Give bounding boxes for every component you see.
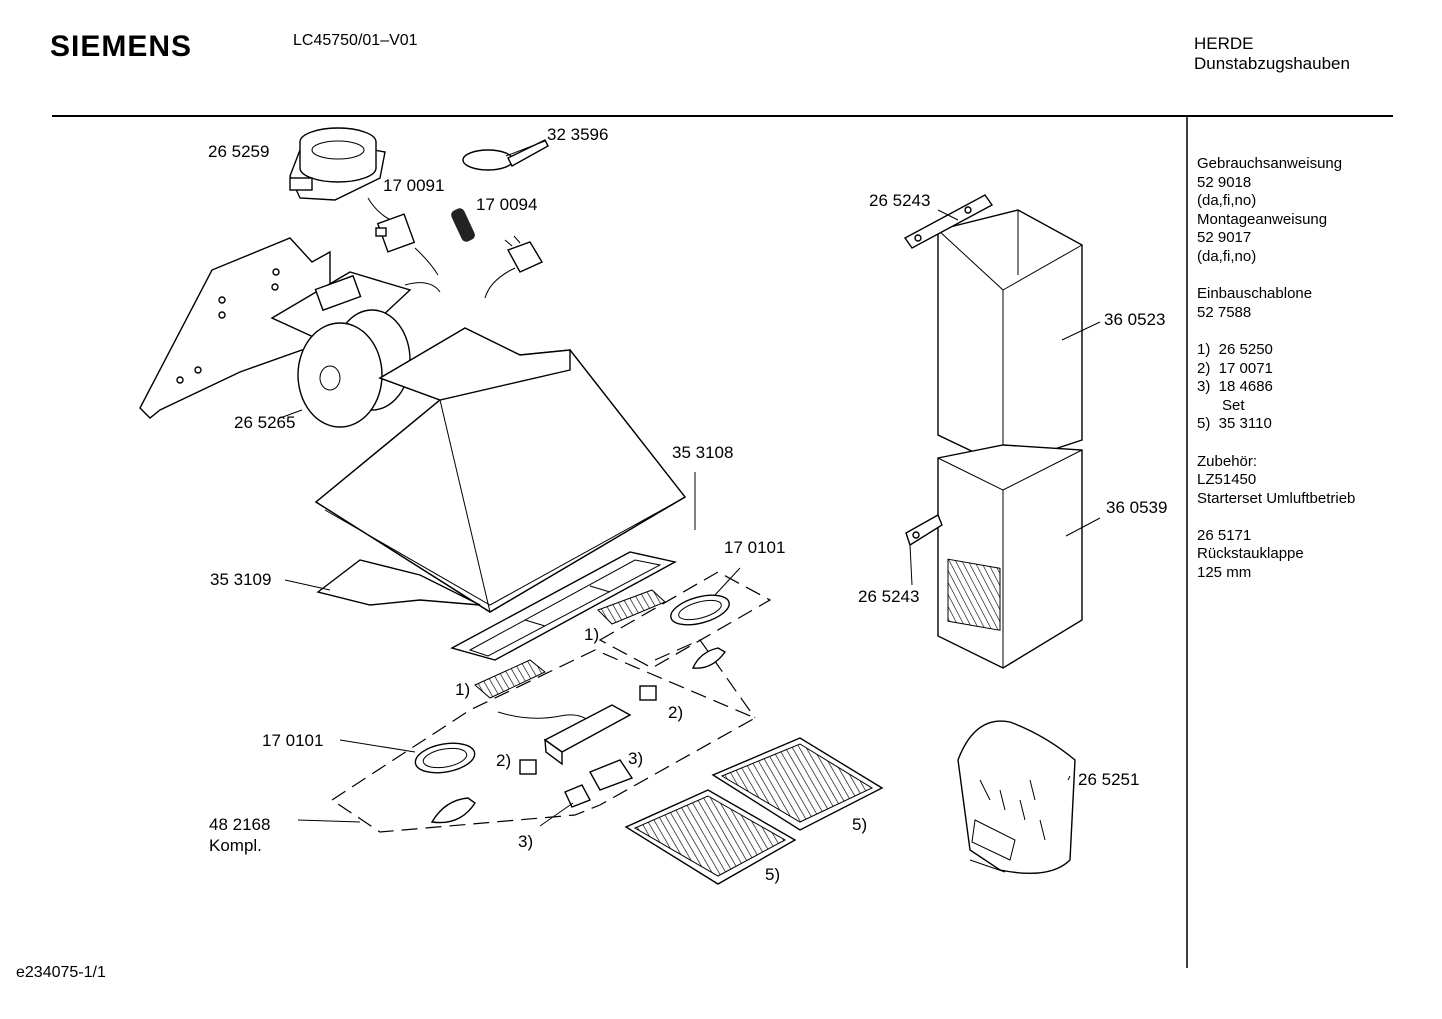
grease-filter	[474, 589, 666, 699]
sidebar-line: (da,fi,no)	[1197, 247, 1257, 265]
part-label: 17 0101	[724, 538, 785, 557]
footnote-ref: 1)	[584, 625, 599, 644]
part-label: 26 5265	[234, 413, 295, 432]
cable-clamp	[451, 208, 475, 242]
switch-assembly	[497, 685, 657, 808]
leader-lines	[279, 140, 1101, 827]
sidebar-line: 2) 17 0071	[1197, 359, 1273, 377]
filter-frame	[450, 551, 677, 661]
sidebar-line: Set	[1197, 396, 1245, 414]
footnote-ref: 2)	[496, 751, 511, 770]
sidebar-line: 5) 35 3110	[1197, 415, 1272, 433]
part-label: 32 3596	[547, 125, 608, 144]
part-label: 17 0094	[476, 195, 537, 214]
part-label: 35 3108	[672, 443, 733, 462]
part-label: 17 0101	[262, 731, 323, 750]
cable-tie	[462, 139, 549, 171]
mounting-bracket	[139, 237, 331, 419]
chimney-lower-section	[937, 444, 1083, 669]
brand-logo: SIEMENS	[50, 30, 193, 63]
part-label: 36 0539	[1106, 498, 1167, 517]
screw-bag	[957, 720, 1076, 875]
category-label: Dunstabzugshauben	[1194, 54, 1350, 73]
chimney-upper-section	[937, 209, 1083, 467]
footnote-ref: 3)	[628, 749, 643, 768]
footnote-ref: 5)	[852, 815, 867, 834]
part-label: 26 5259	[208, 142, 269, 161]
lamp-assembly-outline	[654, 639, 756, 719]
sidebar-line: 52 9017	[1197, 229, 1252, 247]
document-id: e234075-1/1	[16, 964, 106, 981]
capacitor	[367, 197, 439, 276]
front-panel-strip	[316, 559, 481, 606]
air-outlet-connector	[289, 127, 386, 201]
sidebar-line: 125 mm	[1197, 564, 1252, 582]
sidebar-line: Montageanweisung	[1197, 210, 1328, 228]
part-label: 48 2168	[209, 815, 270, 834]
footnote-ref: 2)	[668, 703, 683, 722]
lamp-group-outline	[598, 571, 772, 669]
sidebar-notes: Gebrauchsanweisung 52 9018 (da,fi,no) Mo…	[1197, 155, 1355, 583]
carbon-filter	[624, 737, 884, 885]
footnote-ref: 1)	[455, 680, 470, 699]
footnote-ref: 3)	[518, 832, 533, 851]
lamp-cover	[414, 594, 730, 774]
sidebar-line: 52 7588	[1197, 303, 1252, 321]
sidebar-line: (da,fi,no)	[1197, 192, 1257, 210]
part-label: 35 3109	[210, 570, 271, 589]
wall-bracket	[903, 194, 994, 547]
sidebar-line: 3) 18 4686	[1197, 378, 1273, 396]
part-label: 36 0523	[1104, 310, 1165, 329]
part-label: 17 0091	[383, 176, 444, 195]
part-label: Kompl.	[209, 836, 262, 855]
power-plug	[484, 235, 544, 299]
sidebar-line: 52 9018	[1197, 173, 1252, 191]
part-label: 26 5243	[858, 587, 919, 606]
sidebar-line: 26 5171	[1197, 526, 1252, 544]
lamp-assembly-outline	[330, 649, 757, 833]
sidebar-line: LZ51450	[1197, 471, 1257, 489]
sidebar-line: 1) 26 5250	[1197, 340, 1273, 358]
model-number: LC45750/01–V01	[293, 32, 418, 49]
sidebar-line: Gebrauchsanweisung	[1197, 155, 1343, 172]
footnote-ref: 5)	[765, 865, 780, 884]
chimney-hood-body	[314, 327, 687, 613]
part-label: 26 5251	[1078, 770, 1139, 789]
sidebar-line: Zubehör:	[1197, 452, 1258, 470]
sidebar-line: Einbauschablone	[1197, 285, 1313, 303]
sidebar-line: Starterset Umluftbetrieb	[1197, 489, 1356, 507]
manufacturer-label: HERDE	[1194, 34, 1254, 53]
part-label: 26 5243	[869, 191, 930, 210]
fan-motor	[270, 271, 441, 428]
light-bulb	[430, 647, 727, 824]
sidebar-line: Rückstauklappe	[1197, 545, 1304, 563]
